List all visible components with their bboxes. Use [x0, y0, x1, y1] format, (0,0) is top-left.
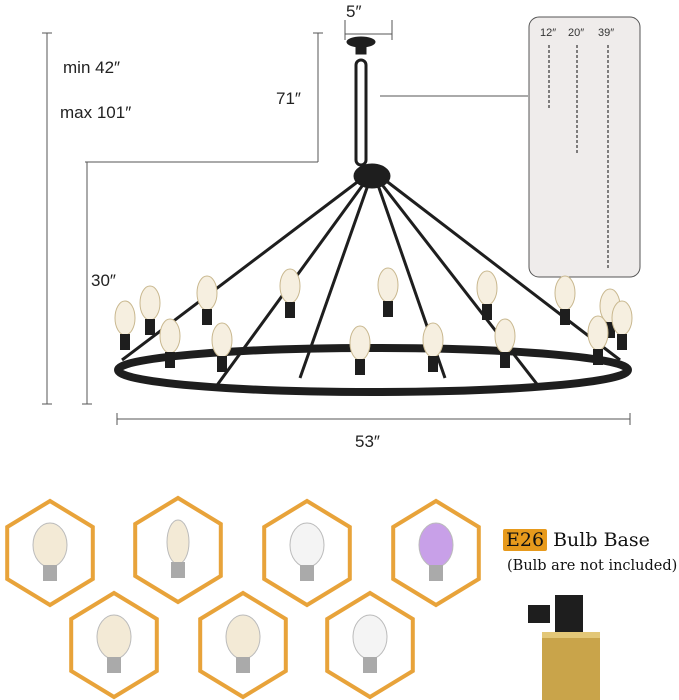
spiral-cfl-bulb-icon: [262, 498, 352, 608]
chain-option-12: 12″: [540, 27, 557, 39]
edison-bulb-icon: [377, 267, 399, 317]
diameter-label: 53″: [355, 432, 380, 451]
dimension-lines: [42, 20, 631, 425]
edison-bulb-icon: [349, 325, 371, 375]
edison-bulb-icon: [554, 275, 576, 325]
clear-a19-bulb-icon: [198, 590, 288, 700]
rgb-smart-bulb-icon: [391, 498, 481, 608]
edison-bulb-icon: [279, 268, 301, 318]
edison-bulb-icon: [159, 318, 181, 368]
bulb-note: (Bulb are not included): [507, 558, 678, 574]
edison-bulb-icon: [211, 322, 233, 372]
edison-bulb-icon: [114, 300, 136, 350]
chain-options-inset: [528, 16, 641, 278]
body-height-label: 30″: [91, 271, 116, 290]
edison-bulb-icon: [196, 275, 218, 325]
bulb-base-heading: E26 Bulb Base: [503, 529, 650, 551]
edison-bulb-icon: [139, 285, 161, 335]
e26-socket-image: [528, 595, 600, 700]
min-height-label: min 42″: [63, 58, 121, 77]
edison-bulb-icon: [494, 318, 516, 368]
edison-t45-bulb-icon: [133, 495, 223, 605]
bulb-compatibility-hexagons: [5, 495, 481, 700]
chain-samples: [548, 45, 609, 270]
vintage-squirrel-cage-bulb-icon: [69, 590, 159, 700]
max-height-label: max 101″: [60, 103, 132, 122]
chain-option-39: 39″: [598, 27, 615, 39]
canopy-width-label: 5″: [346, 2, 362, 21]
edison-bulb-icon: [422, 322, 444, 372]
edison-bulb-icon: [476, 270, 498, 320]
chain-option-20: 20″: [568, 27, 585, 39]
led-a19-bulb-icon: [325, 590, 415, 700]
e26-tag: E26: [503, 529, 548, 551]
chandelier-bulbs: [114, 267, 633, 375]
chain-length-label: 71″: [276, 89, 301, 108]
bulb-base-label: Bulb Base: [553, 529, 650, 551]
edison-bulb-icon: [611, 300, 633, 350]
edison-st64-bulb-icon: [5, 498, 95, 608]
edison-bulb-icon: [587, 315, 609, 365]
